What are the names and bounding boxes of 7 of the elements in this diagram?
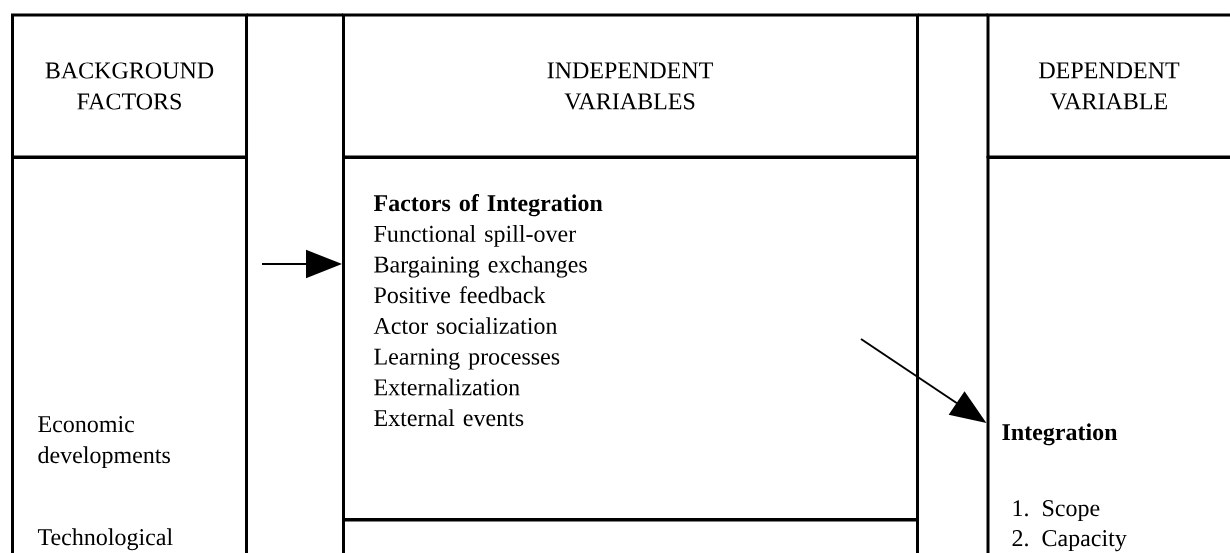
empty-box bbox=[342, 518, 919, 553]
table-cell: INDEPENDENT VARIABLES bbox=[342, 13, 919, 159]
table-cell: Factors of Integration Functional spill-over Bargaining exchanges Positive feedback Actor socialization Learning processes Externalization External events bbox=[342, 156, 919, 521]
table-cell: DEPENDENT VARIABLE bbox=[986, 13, 1230, 159]
table-cell: Integration 1. Scope 2. Capacity bbox=[986, 156, 1230, 553]
table-cell: Economic developments Technological bbox=[11, 156, 248, 553]
table-cell: BACKGROUND FACTORS bbox=[11, 13, 248, 159]
